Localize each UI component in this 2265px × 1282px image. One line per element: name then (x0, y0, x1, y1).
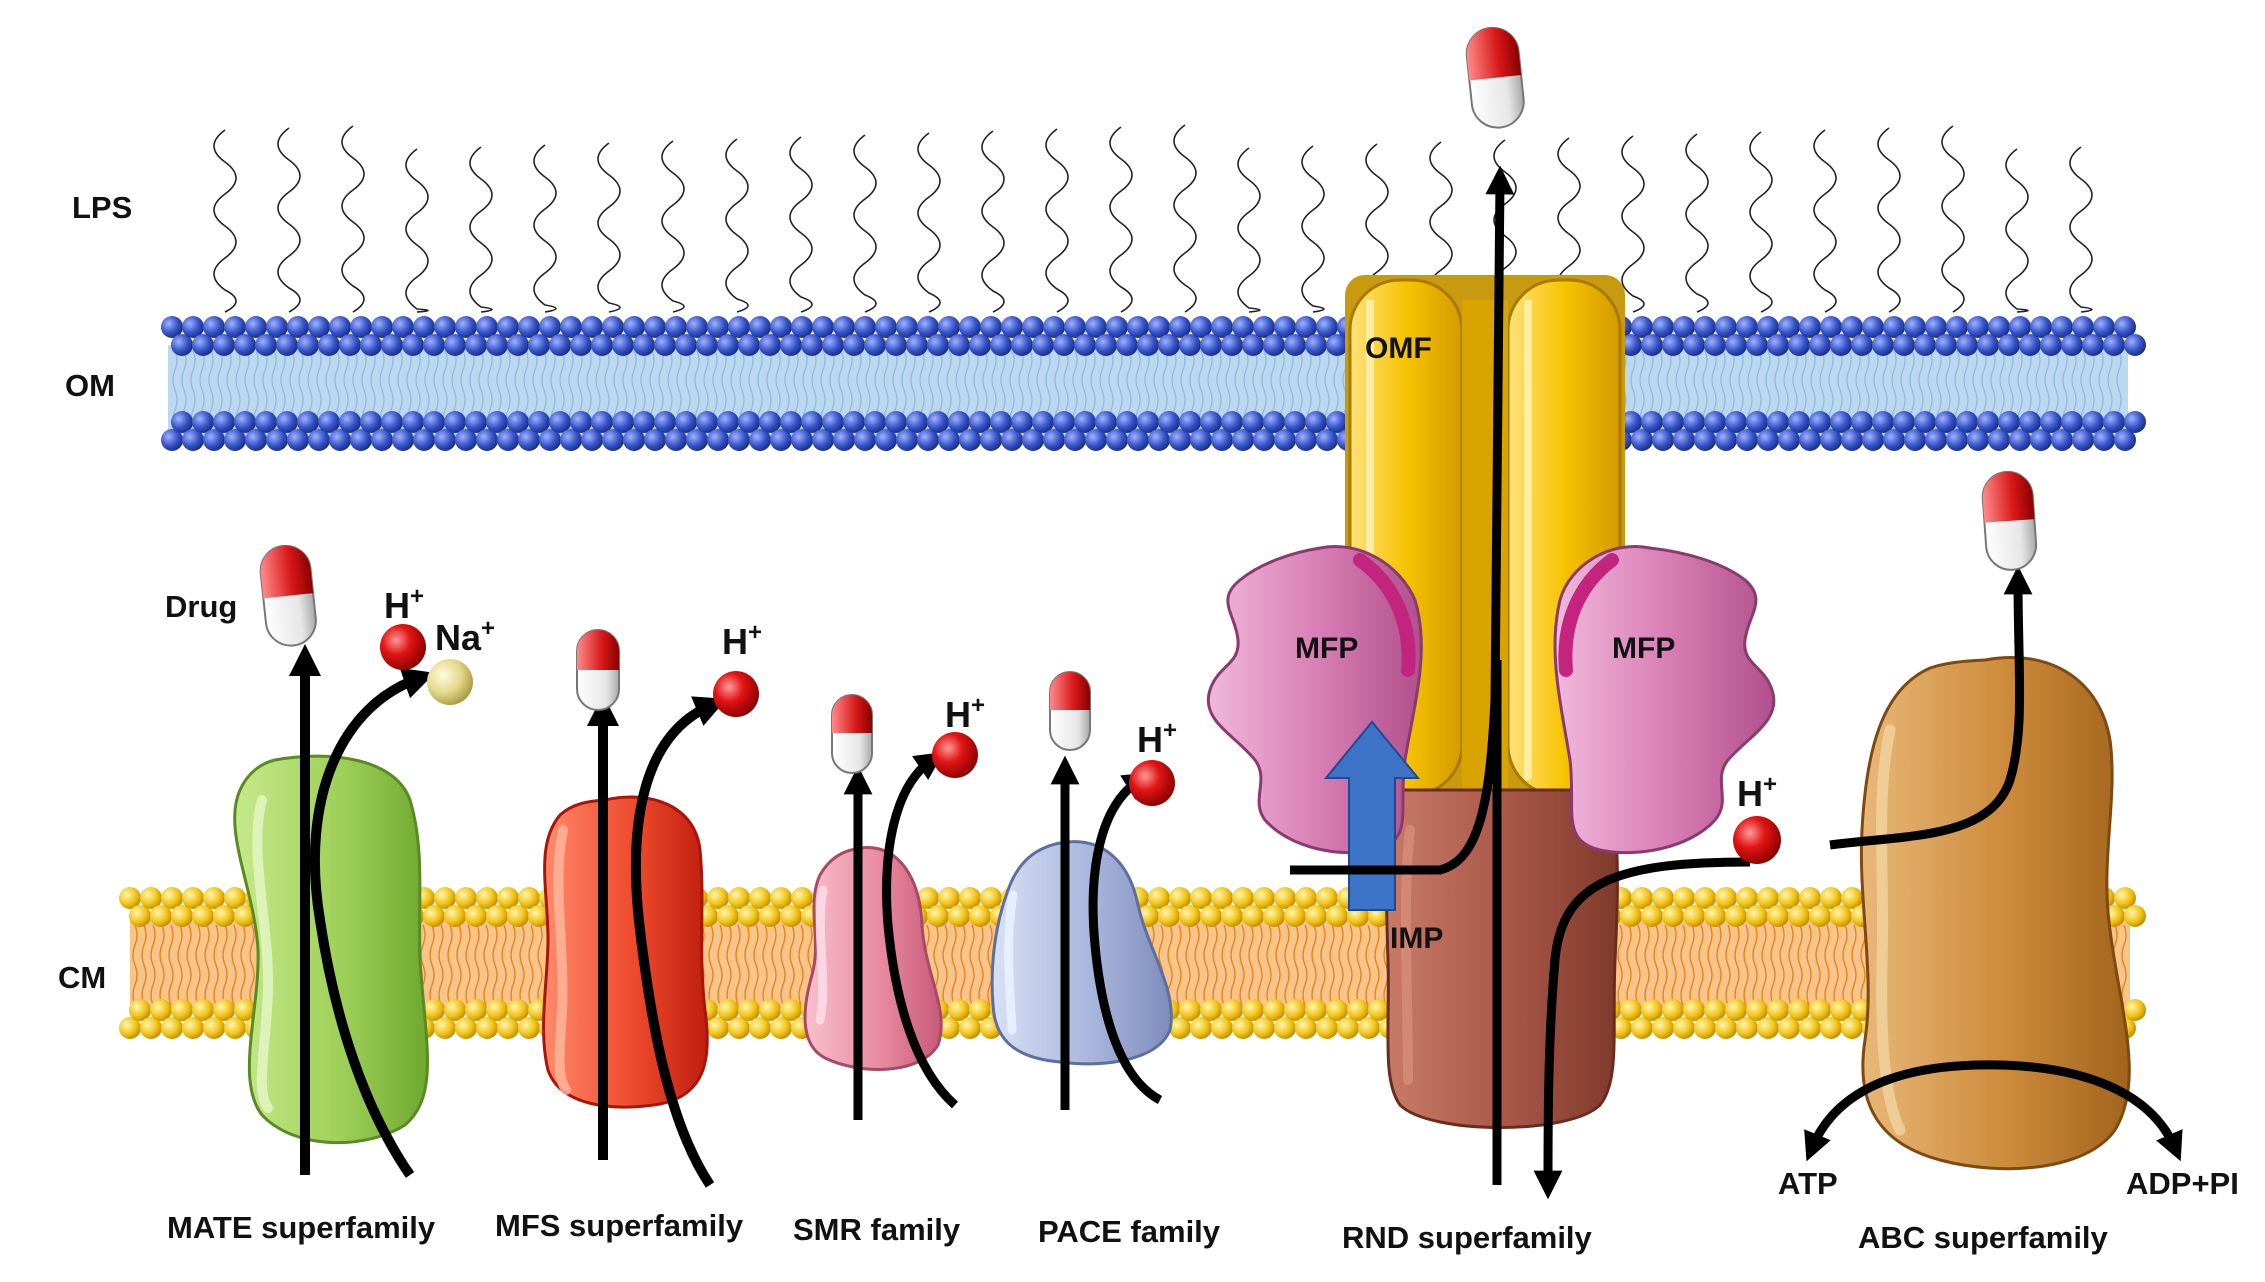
proton-ion-smr (932, 732, 978, 778)
imp-protein (1384, 788, 1619, 1129)
omf-label: OMF (1365, 332, 1432, 365)
smr-ion-arrow (882, 751, 959, 1109)
lps-label: LPS (72, 190, 132, 225)
abc-efflux-arrow (1829, 565, 2033, 850)
om-label: OM (65, 368, 115, 403)
drug-pill-pace (1049, 671, 1091, 751)
pace-ion-arrow (1088, 772, 1163, 1104)
smr-family-label: SMR family (793, 1212, 961, 1247)
lps-chains (213, 124, 2093, 313)
mfp-left-label: MFP (1295, 632, 1358, 665)
mfs-transporter (542, 795, 709, 1109)
outer-membrane (161, 316, 2146, 451)
proton-label-rnd: H+ (1737, 771, 1777, 814)
rnd-family-label: RND superfamily (1342, 1220, 1593, 1255)
mate-ion-arrow (309, 667, 436, 1178)
proton-label-mfs: H+ (722, 619, 762, 662)
drug-pill-mate (259, 544, 317, 647)
drug-label: Drug (165, 589, 237, 624)
flow-arrows (288, 165, 2183, 1200)
smr-transporter (803, 846, 943, 1071)
mfp-right-label: MFP (1612, 632, 1675, 665)
rnd-proton-arrow (1533, 857, 1751, 1200)
imp-label: IMP (1390, 922, 1443, 955)
sodium-ion-mate (427, 659, 473, 705)
mate-family-label: MATE superfamily (167, 1210, 436, 1245)
abc-hydrolysis-arrow (1804, 1060, 2183, 1162)
proton-ion-mfs (713, 671, 759, 717)
proton-ion-rnd (1733, 816, 1781, 864)
adp-label: ADP+PI (2126, 1166, 2239, 1201)
pump-direction-arrow (1323, 720, 1421, 911)
sodium-label-mate: Na+ (435, 615, 495, 658)
proton-label-mate: H+ (384, 583, 424, 626)
mate-transporter (233, 754, 429, 1145)
proton-ion-pace (1129, 760, 1175, 806)
mfp-right-protein (1553, 545, 1776, 855)
drug-pill-smr (831, 694, 873, 774)
proton-label-smr: H+ (945, 692, 985, 735)
atp-label: ATP (1778, 1166, 1838, 1201)
drug-pill-abc (1981, 470, 2038, 571)
proton-label-pace: H+ (1137, 717, 1177, 760)
drug-pill-rnd (1465, 26, 1525, 129)
abc-transporter (1859, 656, 2131, 1171)
mfs-family-label: MFS superfamily (495, 1208, 744, 1243)
mfs-ion-arrow (630, 696, 727, 1188)
abc-family-label: ABC superfamily (1858, 1220, 2109, 1255)
pace-transporter (990, 840, 1173, 1066)
pace-family-label: PACE family (1038, 1214, 1221, 1249)
cm-label: CM (58, 960, 106, 995)
proton-ion-mate (380, 624, 426, 670)
drug-pill-mfs (576, 629, 620, 711)
